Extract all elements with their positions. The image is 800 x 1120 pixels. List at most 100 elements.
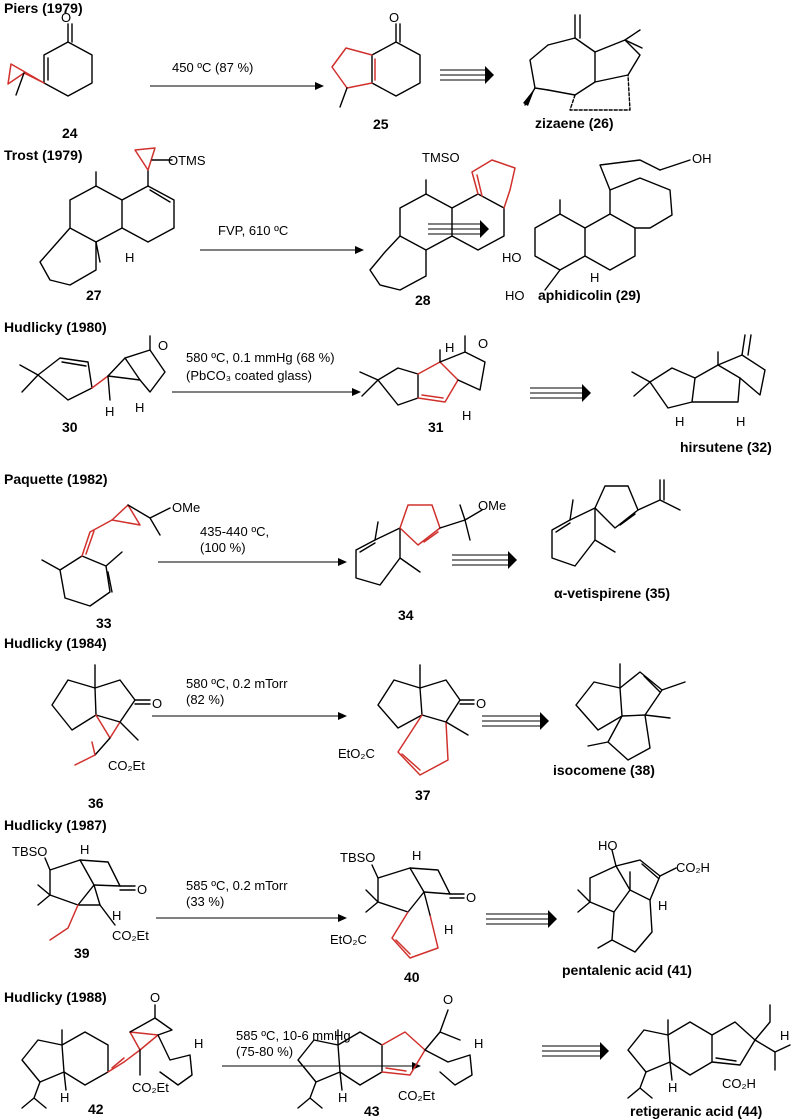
- h-label: H: [412, 848, 421, 863]
- compound-label: 40: [404, 969, 420, 985]
- section-hudlicky-1988: Hudlicky (1988) O H H CO₂Et 42 585 ºC, 1…: [4, 989, 791, 1119]
- reaction-arrow: [156, 914, 347, 922]
- multistep-arrow: [452, 551, 517, 569]
- compound-label: 42: [88, 1101, 104, 1117]
- oxygen-label: O: [152, 696, 162, 711]
- ho-label: HO: [502, 250, 522, 265]
- eto2c-label: EtO₂C: [330, 932, 367, 947]
- h-label: H: [462, 408, 471, 423]
- reaction-arrow: [172, 388, 361, 396]
- tmso-label: TMSO: [422, 150, 460, 165]
- structure-25: O: [331, 10, 421, 108]
- h-label: H: [658, 898, 667, 913]
- structure-33: OMe: [41, 500, 200, 607]
- multistep-arrow: [440, 66, 494, 84]
- h-label: H: [194, 1036, 203, 1051]
- structure-hirsutene: H H: [631, 334, 766, 429]
- co2et-label: CO₂Et: [112, 928, 149, 943]
- h-label: H: [675, 414, 684, 429]
- structure-31: O H H: [359, 335, 488, 423]
- multistep-arrow: [530, 384, 591, 402]
- target-name: α-vetispirene (35): [554, 585, 670, 601]
- reaction-arrow: [150, 82, 324, 90]
- structure-30: O H H: [19, 335, 168, 419]
- compound-label: 31: [428, 419, 444, 435]
- target-name: zizaene (26): [535, 115, 614, 131]
- reaction-arrow: [158, 558, 347, 566]
- oxygen-label: O: [478, 336, 488, 351]
- structure-34: OMe: [355, 498, 506, 586]
- ho-label: HO: [505, 288, 525, 303]
- tbso-label: TBSO: [12, 844, 47, 859]
- reaction-conditions: (33 %): [186, 894, 224, 909]
- compound-label: 28: [415, 292, 431, 308]
- structure-42: O H H CO₂Et: [21, 990, 203, 1109]
- structure-pentalenic-acid: HO CO₂H H: [577, 838, 710, 953]
- h-label: H: [668, 1080, 677, 1095]
- reaction-arrow: [200, 246, 364, 254]
- reaction-conditions: (82 %): [186, 692, 224, 707]
- structure-28: TMSO: [369, 150, 516, 291]
- structure-isocomene: [575, 663, 686, 761]
- section-hudlicky-1984: Hudlicky (1984) O CO₂Et 36 580 ºC, 0.2 m…: [4, 635, 686, 811]
- section-header: Piers (1979): [4, 0, 83, 16]
- h-label: H: [80, 842, 89, 857]
- eto2c-label: EtO₂C: [338, 746, 375, 761]
- compound-label: 27: [86, 287, 102, 303]
- structure-retigeranic-acid: H H CO₂H: [627, 1004, 791, 1099]
- compound-label: 39: [74, 945, 90, 961]
- compound-label: 34: [398, 607, 414, 623]
- structure-27: OTMS H: [39, 147, 206, 286]
- section-header: Paquette (1982): [4, 471, 107, 487]
- section-header: Hudlicky (1988): [4, 989, 107, 1005]
- section-header: Hudlicky (1987): [4, 817, 107, 833]
- compound-label: 33: [96, 615, 112, 631]
- reaction-conditions: 585 ºC, 10-6 mmHg: [236, 1028, 351, 1043]
- h-label: H: [105, 404, 114, 419]
- reaction-conditions: 585 ºC, 0.2 mTorr: [186, 878, 288, 893]
- target-name: aphidicolin (29): [538, 287, 641, 303]
- structure-24: O: [7, 10, 93, 97]
- oxygen-label: O: [443, 992, 453, 1007]
- reaction-conditions: (100 %): [200, 540, 246, 555]
- co2et-label: CO₂Et: [132, 1080, 169, 1095]
- reaction-conditions: FVP, 610 ºC: [218, 223, 288, 238]
- oxygen-label: O: [158, 338, 168, 353]
- reaction-conditions: 580 ºC, 0.1 mmHg (68 %): [186, 350, 335, 365]
- compound-label: 37: [415, 787, 431, 803]
- section-hudlicky-1987: Hudlicky (1987) TBSO H O H CO₂Et 39 585 …: [4, 817, 710, 985]
- compound-label: 24: [62, 125, 78, 141]
- oxygen-label: O: [137, 882, 147, 897]
- tbso-label: TBSO: [340, 850, 375, 865]
- target-name: hirsutene (32): [680, 439, 772, 455]
- structure-36: O CO₂Et: [51, 664, 162, 773]
- co2h-label: CO₂H: [722, 1076, 756, 1091]
- h-label: H: [60, 1090, 69, 1105]
- h-label: H: [125, 250, 134, 265]
- h-label: H: [590, 270, 599, 285]
- reaction-arrow: [152, 712, 347, 720]
- compound-label: 43: [364, 1103, 380, 1119]
- multistep-arrow: [428, 220, 489, 238]
- target-name: retigeranic acid (44): [630, 1103, 762, 1119]
- section-paquette-1982: Paquette (1982) OMe 33 435-440 ºC, (100 …: [4, 471, 681, 631]
- compound-label: 25: [373, 116, 389, 132]
- h-label: H: [338, 1090, 347, 1105]
- section-header: Hudlicky (1984): [4, 635, 107, 651]
- structure-39: TBSO H O H CO₂Et: [12, 842, 149, 943]
- section-hudlicky-1980: Hudlicky (1980) O H H 30 580 ºC, 0.1 mmH…: [4, 319, 772, 455]
- section-piers-1979: Piers (1979) O 24 450 ºC (87 %) O 2: [4, 0, 643, 141]
- structure-vetispirene: [551, 479, 681, 567]
- section-trost-1979: Trost (1979) OTMS H 27 FVP, 610 ºC: [4, 147, 712, 308]
- reaction-conditions: 435-440 ºC,: [200, 524, 269, 539]
- structure-zizaene: [523, 14, 643, 111]
- oxygen-label: O: [476, 696, 486, 711]
- h-label: H: [474, 1036, 483, 1051]
- structure-43: O H H CO₂Et: [297, 992, 483, 1109]
- h-label: H: [445, 340, 454, 355]
- compound-label: 30: [62, 419, 78, 435]
- oxygen-label: O: [466, 890, 476, 905]
- structure-40: TBSO H O H EtO₂C: [330, 848, 476, 959]
- section-header: Hudlicky (1980): [4, 319, 107, 335]
